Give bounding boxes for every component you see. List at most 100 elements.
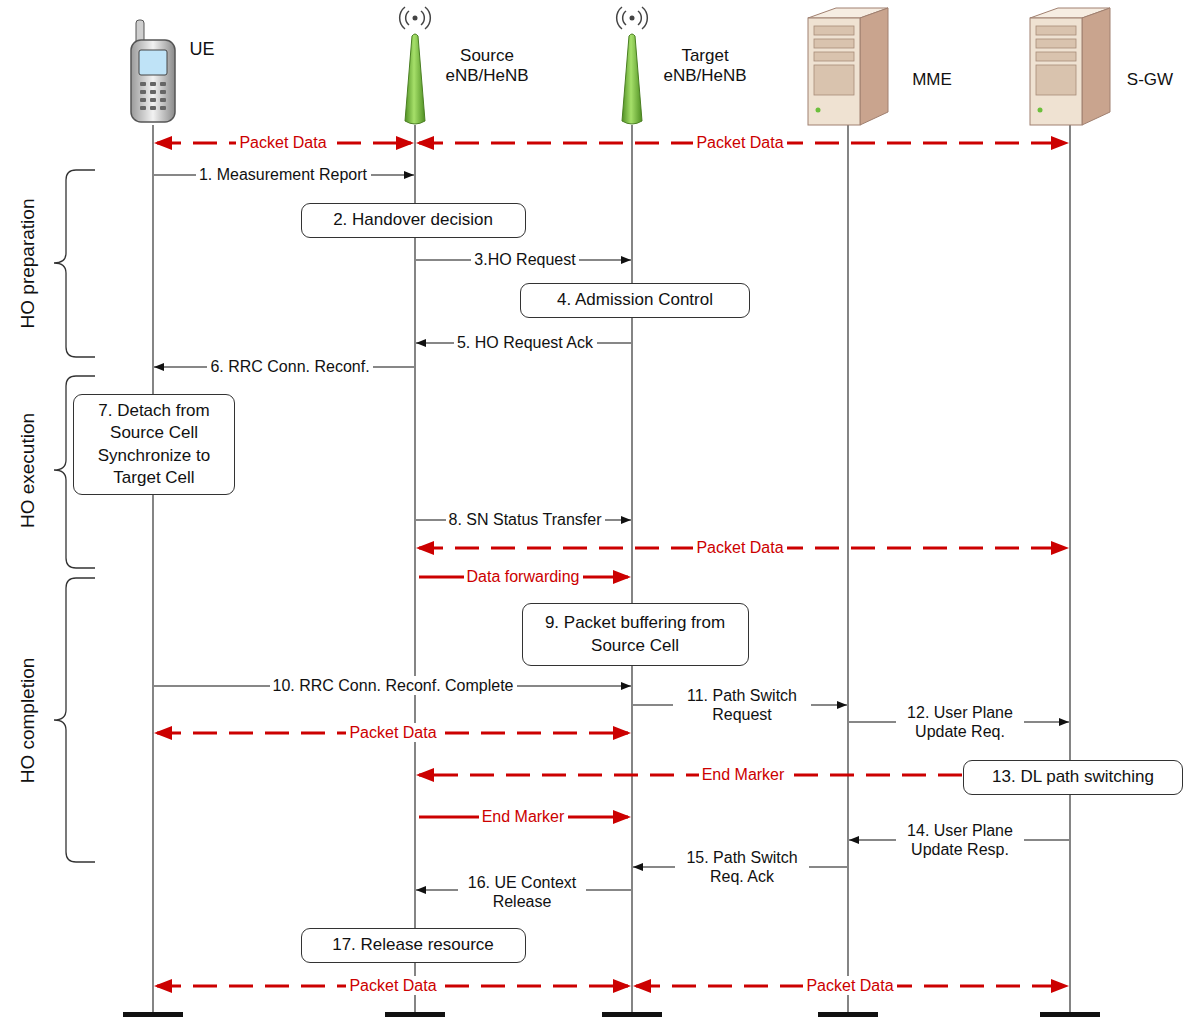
label-holder: 10. RRC Conn. Reconf. Complete: [270, 676, 517, 696]
box-text: 2. Handover decision: [333, 209, 493, 231]
server-bay: [814, 39, 854, 48]
radio-waves: [400, 7, 431, 29]
box-text: 9. Packet buffering from Source Cell: [533, 612, 738, 656]
radio-wave: [425, 7, 430, 29]
label-holder: 8. SN Status Transfer: [446, 510, 605, 530]
server-bay: [814, 52, 854, 61]
label-holder: 5. HO Request Ack: [454, 333, 597, 353]
box-text: 17. Release resource: [332, 934, 494, 956]
data-flows: [157, 143, 1066, 986]
antenna-mast: [622, 34, 642, 124]
box-text: 7. Detach from Source Cell Synchronize t…: [84, 400, 224, 488]
process-box: 7. Detach from Source Cell Synchronize t…: [73, 394, 235, 495]
message-label: 10. RRC Conn. Reconf. Complete: [270, 676, 517, 695]
data-flow-label: Packet Data: [236, 133, 330, 152]
lifeline: [1069, 125, 1070, 1014]
message-label: 14. User Plane Update Resp.: [896, 821, 1024, 859]
server-bay: [1036, 52, 1076, 61]
label-holder: MME: [912, 70, 952, 91]
lifeline-base: [1040, 1012, 1100, 1017]
server-bay: [1036, 65, 1076, 95]
label-holder: 11. Path Switch Request: [673, 686, 811, 725]
phone-key: [140, 98, 146, 102]
phone-key: [160, 90, 166, 94]
label-holder: Target eNB/HeNB: [658, 46, 753, 87]
message-label: 8. SN Status Transfer: [446, 510, 605, 529]
message-label: 11. Path Switch Request: [673, 686, 811, 724]
message-label: 5. HO Request Ack: [454, 333, 597, 352]
radio-wave: [406, 11, 409, 25]
label-holder: 3.HO Request: [471, 250, 579, 270]
process-box: 2. Handover decision: [301, 203, 526, 238]
label-holder: Packet Data: [346, 723, 440, 743]
server-front: [808, 18, 860, 125]
process-box: 17. Release resource: [301, 928, 526, 963]
data-flow-label: Packet Data: [693, 133, 787, 152]
phase-label: HO completion: [17, 657, 40, 783]
label-holder: HO execution: [17, 412, 40, 528]
messages: [154, 175, 1069, 890]
label-holder: 15. Path Switch Req. Ack: [675, 848, 809, 887]
data-flow-label: Packet Data: [803, 976, 897, 995]
data-flow-label: Packet Data: [346, 723, 440, 742]
server-icon: [1030, 8, 1110, 125]
radio-wave: [617, 7, 622, 29]
server-bays: [1036, 26, 1076, 95]
data-flow-label: End Marker: [699, 765, 788, 784]
data-flow-label: Packet Data: [346, 976, 440, 995]
process-box: 13. DL path switching: [963, 760, 1183, 795]
antenna-icon: [617, 7, 648, 124]
phone-icon: [131, 20, 175, 122]
message-label: 1. Measurement Report: [196, 165, 371, 184]
server-bay: [814, 65, 854, 95]
participant-name: UE: [189, 39, 215, 61]
label-holder: UE: [189, 39, 215, 61]
label-holder: 1. Measurement Report: [196, 165, 371, 185]
label-holder: End Marker: [479, 807, 568, 827]
server-bay: [1036, 26, 1076, 35]
phase-braces: [54, 170, 95, 862]
label-holder: S-GW: [1127, 70, 1174, 91]
phone-key: [140, 90, 146, 94]
lifeline-base: [123, 1012, 183, 1017]
label-holder: 12. User Plane Update Req.: [896, 703, 1024, 742]
box-text: 4. Admission Control: [557, 289, 713, 311]
antenna-dot: [630, 16, 635, 21]
lifeline-bases: [123, 1012, 1100, 1017]
phase-brace: [54, 170, 95, 357]
label-holder: 16. UE Context Release: [458, 873, 586, 912]
participant-name: S-GW: [1127, 70, 1174, 90]
antenna-icon: [400, 7, 431, 124]
phone-screen: [139, 50, 167, 75]
lifeline: [152, 125, 153, 1014]
label-holder: Packet Data: [346, 976, 440, 996]
message-label: 3.HO Request: [471, 250, 579, 269]
message-label: 16. UE Context Release: [458, 873, 586, 911]
antenna-dot: [413, 16, 418, 21]
phone-key: [140, 82, 146, 86]
data-flow-label: Data forwarding: [464, 567, 583, 586]
phone-key: [150, 82, 156, 86]
radio-waves: [617, 7, 648, 29]
process-box: 9. Packet buffering from Source Cell: [522, 603, 749, 666]
phone-keys: [140, 82, 166, 110]
phone-key: [150, 90, 156, 94]
label-holder: Data forwarding: [464, 567, 583, 587]
label-holder: 14. User Plane Update Resp.: [896, 821, 1024, 860]
label-holder: Packet Data: [236, 133, 330, 153]
lifelines: [153, 125, 1070, 1014]
phase-label: HO preparation: [17, 198, 40, 328]
radio-wave: [642, 7, 647, 29]
label-holder: HO completion: [17, 657, 40, 783]
data-flow-label: Packet Data: [693, 538, 787, 557]
server-light: [1038, 108, 1043, 113]
antenna-mast: [405, 34, 425, 124]
box-text: 13. DL path switching: [992, 766, 1154, 788]
radio-wave: [623, 11, 626, 25]
label-holder: Packet Data: [693, 133, 787, 153]
phase-brace: [54, 578, 95, 862]
radio-wave: [421, 11, 424, 25]
radio-wave: [400, 7, 405, 29]
message-label: 6. RRC Conn. Reconf.: [207, 357, 373, 376]
